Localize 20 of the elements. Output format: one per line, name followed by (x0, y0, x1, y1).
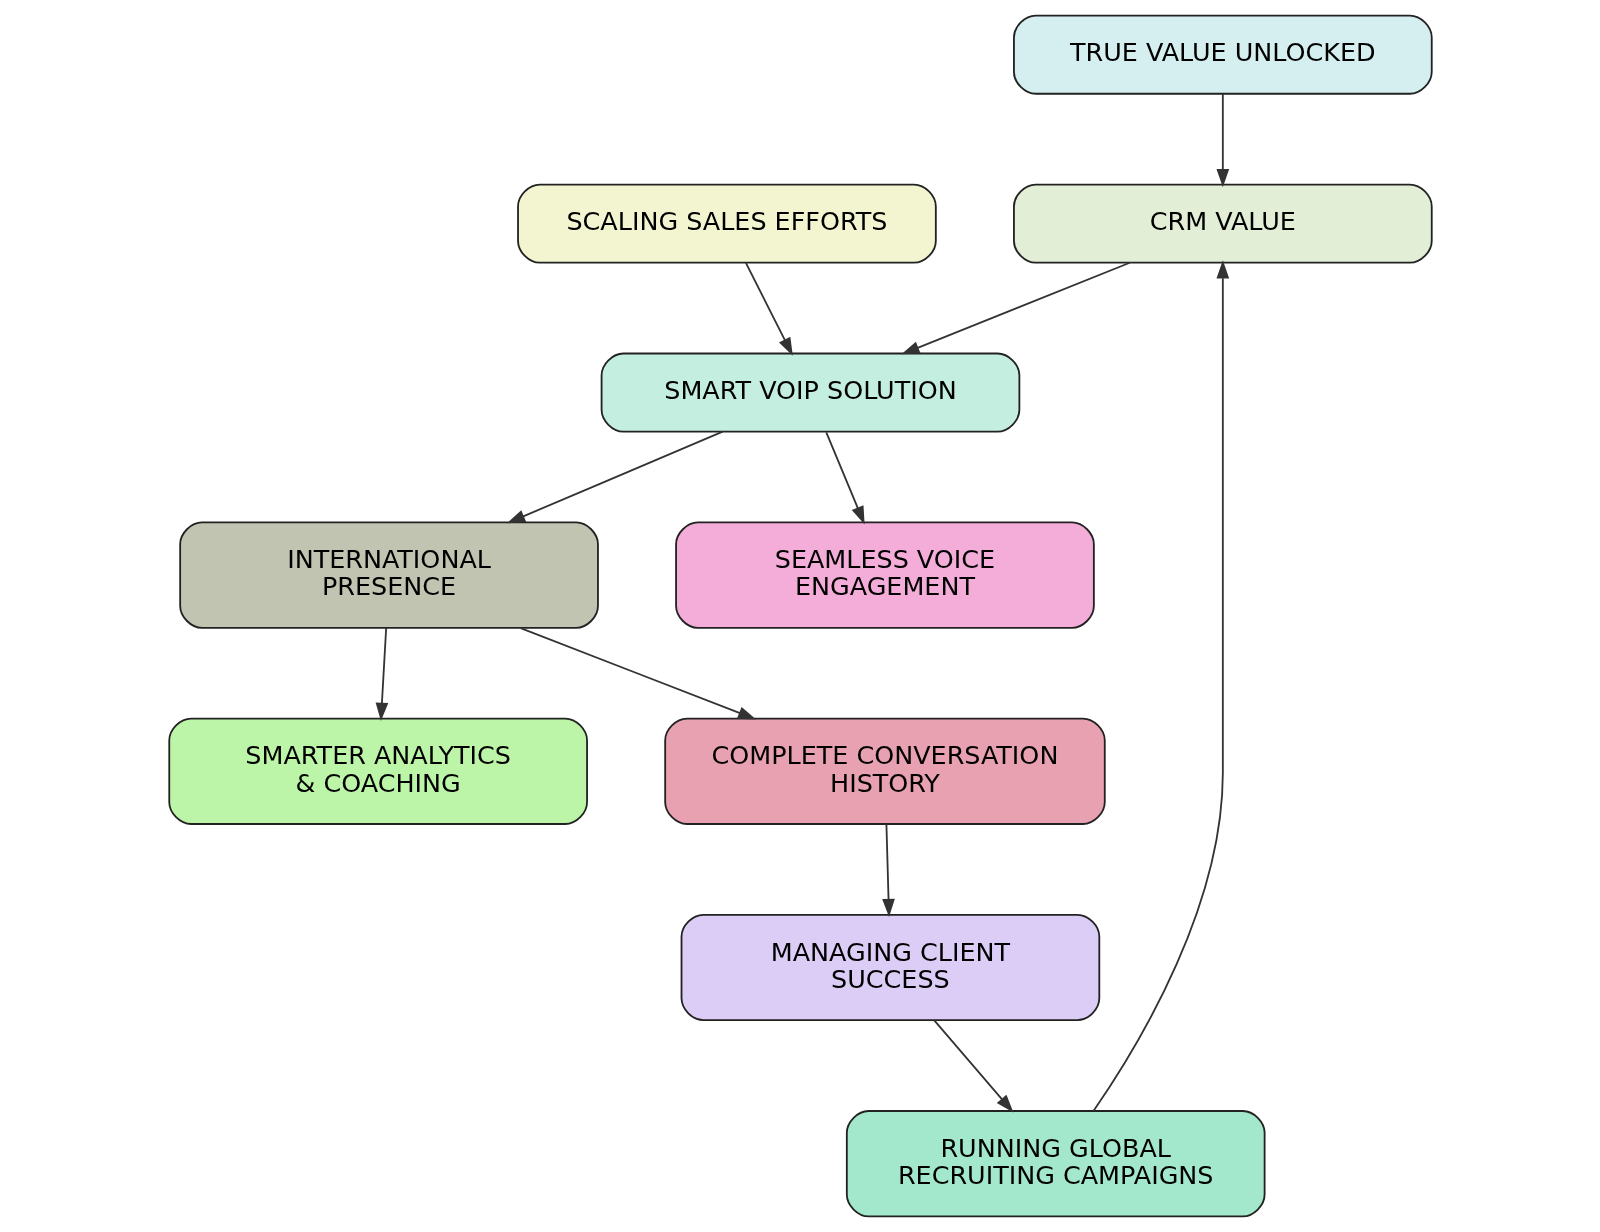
arrow (744, 262, 793, 356)
node-box: RUNNING GLOBAL RECRUITING CAMPAIGNS (845, 1110, 1266, 1218)
node-box: CRM VALUE (1012, 183, 1433, 264)
arrow (1092, 260, 1229, 1112)
node-box: SMART VOIP SOLUTION (600, 352, 1020, 433)
arrow (506, 430, 724, 524)
arrow (375, 627, 388, 721)
node-box: TRUE VALUE UNLOCKED (1012, 14, 1433, 95)
node-box: MANAGING CLIENT SUCCESS (680, 913, 1100, 1022)
arrow (932, 1019, 1013, 1113)
arrow (519, 627, 756, 720)
node-box: SMARTER ANALYTICS & COACHING (167, 717, 588, 825)
node-box: COMPLETE CONVERSATION HISTORY (663, 717, 1106, 825)
arrow (881, 823, 895, 918)
arrow (900, 261, 1131, 355)
node-box: SCALING SALES EFFORTS (516, 183, 937, 264)
node-box: INTERNATIONAL PRESENCE (178, 521, 599, 629)
arrow (1215, 93, 1229, 188)
arrow (824, 431, 865, 525)
node-box: SEAMLESS VOICE ENGAGEMENT (674, 521, 1095, 629)
